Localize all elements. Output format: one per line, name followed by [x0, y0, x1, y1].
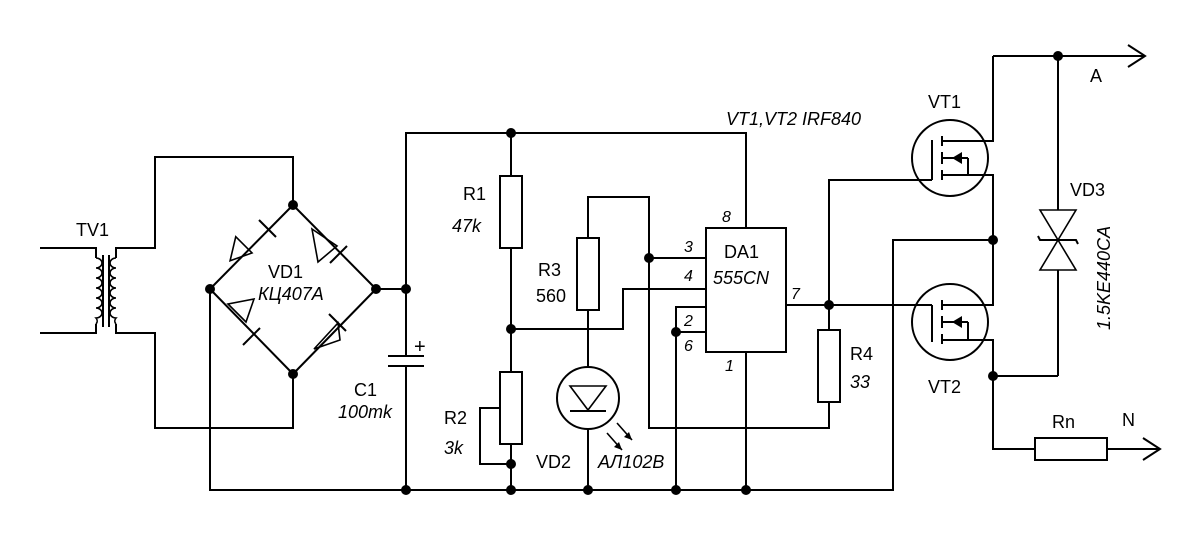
da1-label: DA1 — [724, 242, 759, 262]
r1-value: 47k — [452, 216, 482, 236]
rn-label: Rn — [1052, 412, 1075, 432]
vd1-type: КЦ407А — [258, 284, 324, 304]
r4-value: 33 — [850, 372, 870, 392]
tv1-label: TV1 — [76, 220, 109, 240]
resistor-r4: R4 33 — [817, 305, 873, 403]
mosfet-vt1: VT1 — [909, 56, 994, 240]
vt2-label: VT2 — [928, 377, 961, 397]
potentiometer-r2: R2 3k — [444, 329, 523, 495]
r2-value: 3k — [444, 438, 464, 458]
vd2-type: АЛ102В — [597, 452, 664, 472]
vd2-label: VD2 — [536, 452, 571, 472]
capacitor-c1: + C1 100mk — [338, 289, 426, 490]
pin-1: 1 — [725, 358, 734, 375]
transformer-tv1: TV1 — [40, 156, 294, 429]
pin-8: 8 — [722, 209, 731, 226]
r2-label: R2 — [444, 408, 467, 428]
pin-6: 6 — [684, 338, 693, 355]
led-vd2: VD2 АЛ102В — [536, 366, 664, 495]
tvs-diode-vd3: VD3 1.5KE440CA — [993, 56, 1114, 377]
resistor-r3: R3 560 — [536, 196, 650, 368]
c1-polarity: + — [414, 336, 426, 358]
c1-label: C1 — [354, 380, 377, 400]
da1-type: 555CN — [713, 268, 770, 288]
c1-value: 100mk — [338, 402, 393, 422]
pin-3: 3 — [684, 239, 693, 256]
resistor-r1: R1 47k — [452, 133, 523, 334]
r1-label: R1 — [463, 184, 486, 204]
ic-da1-555: DA1 555CN 8 3 4 7 2 6 1 — [683, 209, 801, 495]
r3-value: 560 — [536, 286, 566, 306]
vd3-label: VD3 — [1070, 180, 1105, 200]
r3-label: R3 — [538, 260, 561, 280]
mosfet-vt2: VT2 — [909, 240, 994, 397]
output-a-label: A — [1090, 66, 1102, 86]
transistors-note: VT1,VT2 IRF840 — [726, 109, 861, 129]
pin-4: 4 — [684, 268, 693, 285]
load-resistor-rn: Rn N — [992, 376, 1162, 461]
pin-2: 2 — [683, 313, 693, 330]
r4-label: R4 — [850, 344, 873, 364]
diode-bridge-vd1: VD1 КЦ407А — [209, 204, 377, 375]
vd1-label: VD1 — [268, 262, 303, 282]
pin-7: 7 — [791, 286, 801, 303]
vt1-label: VT1 — [928, 92, 961, 112]
vd3-type: 1.5KE440CA — [1094, 226, 1114, 330]
output-n-label: N — [1122, 410, 1135, 430]
